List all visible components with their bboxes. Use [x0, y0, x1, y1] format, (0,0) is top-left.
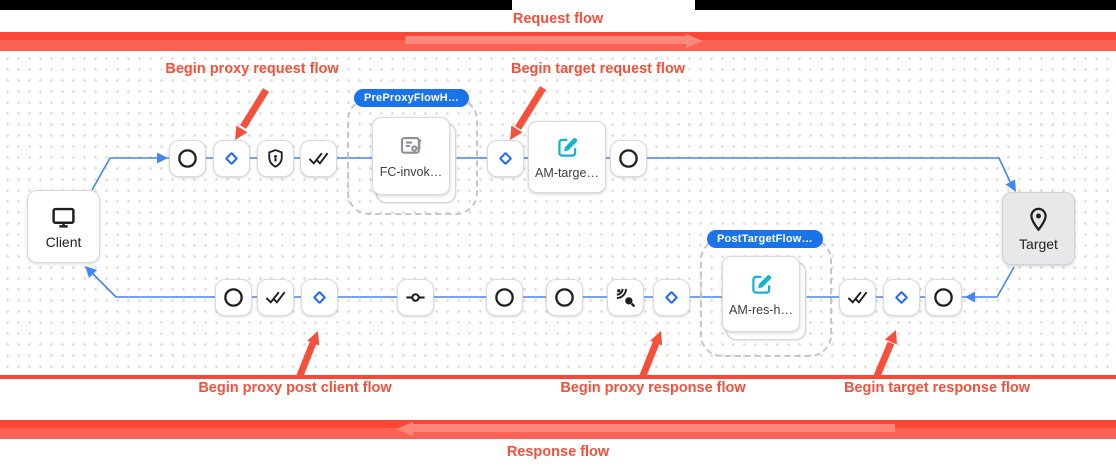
request-direction-arrowhead	[686, 34, 703, 48]
condition-diamond-node[interactable]	[883, 279, 920, 316]
request-direction-arrow	[405, 36, 686, 44]
condition-diamond-node[interactable]	[653, 279, 690, 316]
shield-icon	[264, 147, 287, 170]
annotation-begin-proxy-response-flow: Begin proxy response flow	[560, 380, 746, 396]
circle-node[interactable]	[486, 279, 523, 316]
circle-node[interactable]	[925, 279, 962, 316]
response-direction-arrow	[413, 424, 895, 432]
connector-icon	[404, 286, 427, 309]
condition-diamond-node[interactable]	[301, 279, 338, 316]
double-check-node[interactable]	[839, 279, 876, 316]
condition-diamond-node[interactable]	[213, 140, 250, 177]
circle-icon	[493, 286, 516, 309]
request-flow-title: Request flow	[512, 11, 604, 27]
double-check-icon	[307, 147, 330, 170]
response-direction-arrowhead	[396, 422, 413, 436]
client-box[interactable]: Client	[27, 190, 100, 263]
shield-node[interactable]	[257, 140, 294, 177]
circle-node[interactable]	[546, 279, 583, 316]
circle-icon	[553, 286, 576, 309]
flow-callout-icon	[398, 133, 425, 160]
circle-icon	[222, 286, 245, 309]
post-target-flow-badge[interactable]: PostTargetFlow…	[707, 230, 823, 248]
annotation-begin-target-response-flow: Begin target response flow	[843, 380, 1031, 396]
top-bar-notch	[512, 0, 695, 10]
circle-node[interactable]	[169, 140, 206, 177]
location-pin-icon	[1025, 206, 1052, 233]
signal-icon	[614, 286, 637, 309]
circle-node[interactable]	[215, 279, 252, 316]
annotation-begin-target-request-flow: Begin target request flow	[510, 61, 686, 77]
annotation-begin-proxy-post-client-flow: Begin proxy post client flow	[198, 380, 392, 396]
client-label: Client	[45, 233, 82, 250]
monitor-icon	[50, 204, 77, 231]
double-check-icon	[264, 286, 287, 309]
step-card-am-target[interactable]: AM-targe…	[528, 121, 606, 193]
condition-diamond-icon	[220, 147, 243, 170]
circle-node[interactable]	[610, 140, 647, 177]
condition-diamond-icon	[308, 286, 331, 309]
canvas-bottom-divider	[0, 375, 1116, 379]
request-flow-bar	[0, 32, 1116, 51]
step-label-fc-invoke: FC-invok…	[379, 165, 443, 179]
condition-diamond-node[interactable]	[487, 140, 524, 177]
target-box[interactable]: Target	[1002, 192, 1075, 265]
step-label-am-target: AM-targe…	[535, 166, 599, 180]
condition-diamond-icon	[494, 147, 517, 170]
circle-icon	[176, 147, 199, 170]
step-label-am-response: AM-res-h…	[729, 303, 793, 317]
edit-icon	[748, 271, 775, 298]
condition-diamond-icon	[890, 286, 913, 309]
connector-node[interactable]	[397, 279, 434, 316]
response-flow-title: Response flow	[506, 444, 610, 460]
step-card-fc-invoke[interactable]: FC-invok…	[372, 117, 450, 195]
circle-icon	[932, 286, 955, 309]
signal-node[interactable]	[607, 279, 644, 316]
circle-icon	[617, 147, 640, 170]
step-card-am-response[interactable]: AM-res-h…	[722, 256, 800, 332]
condition-diamond-icon	[660, 286, 683, 309]
double-check-node[interactable]	[257, 279, 294, 316]
flow-canvas	[0, 51, 1116, 375]
annotation-begin-proxy-request-flow: Begin proxy request flow	[165, 61, 339, 77]
target-label: Target	[1019, 235, 1058, 252]
top-black-bar	[0, 0, 1116, 10]
edit-icon	[554, 134, 581, 161]
response-flow-bar	[0, 420, 1116, 439]
double-check-icon	[846, 286, 869, 309]
pre-proxy-flow-badge[interactable]: PreProxyFlowH…	[354, 89, 470, 107]
double-check-node[interactable]	[300, 140, 337, 177]
